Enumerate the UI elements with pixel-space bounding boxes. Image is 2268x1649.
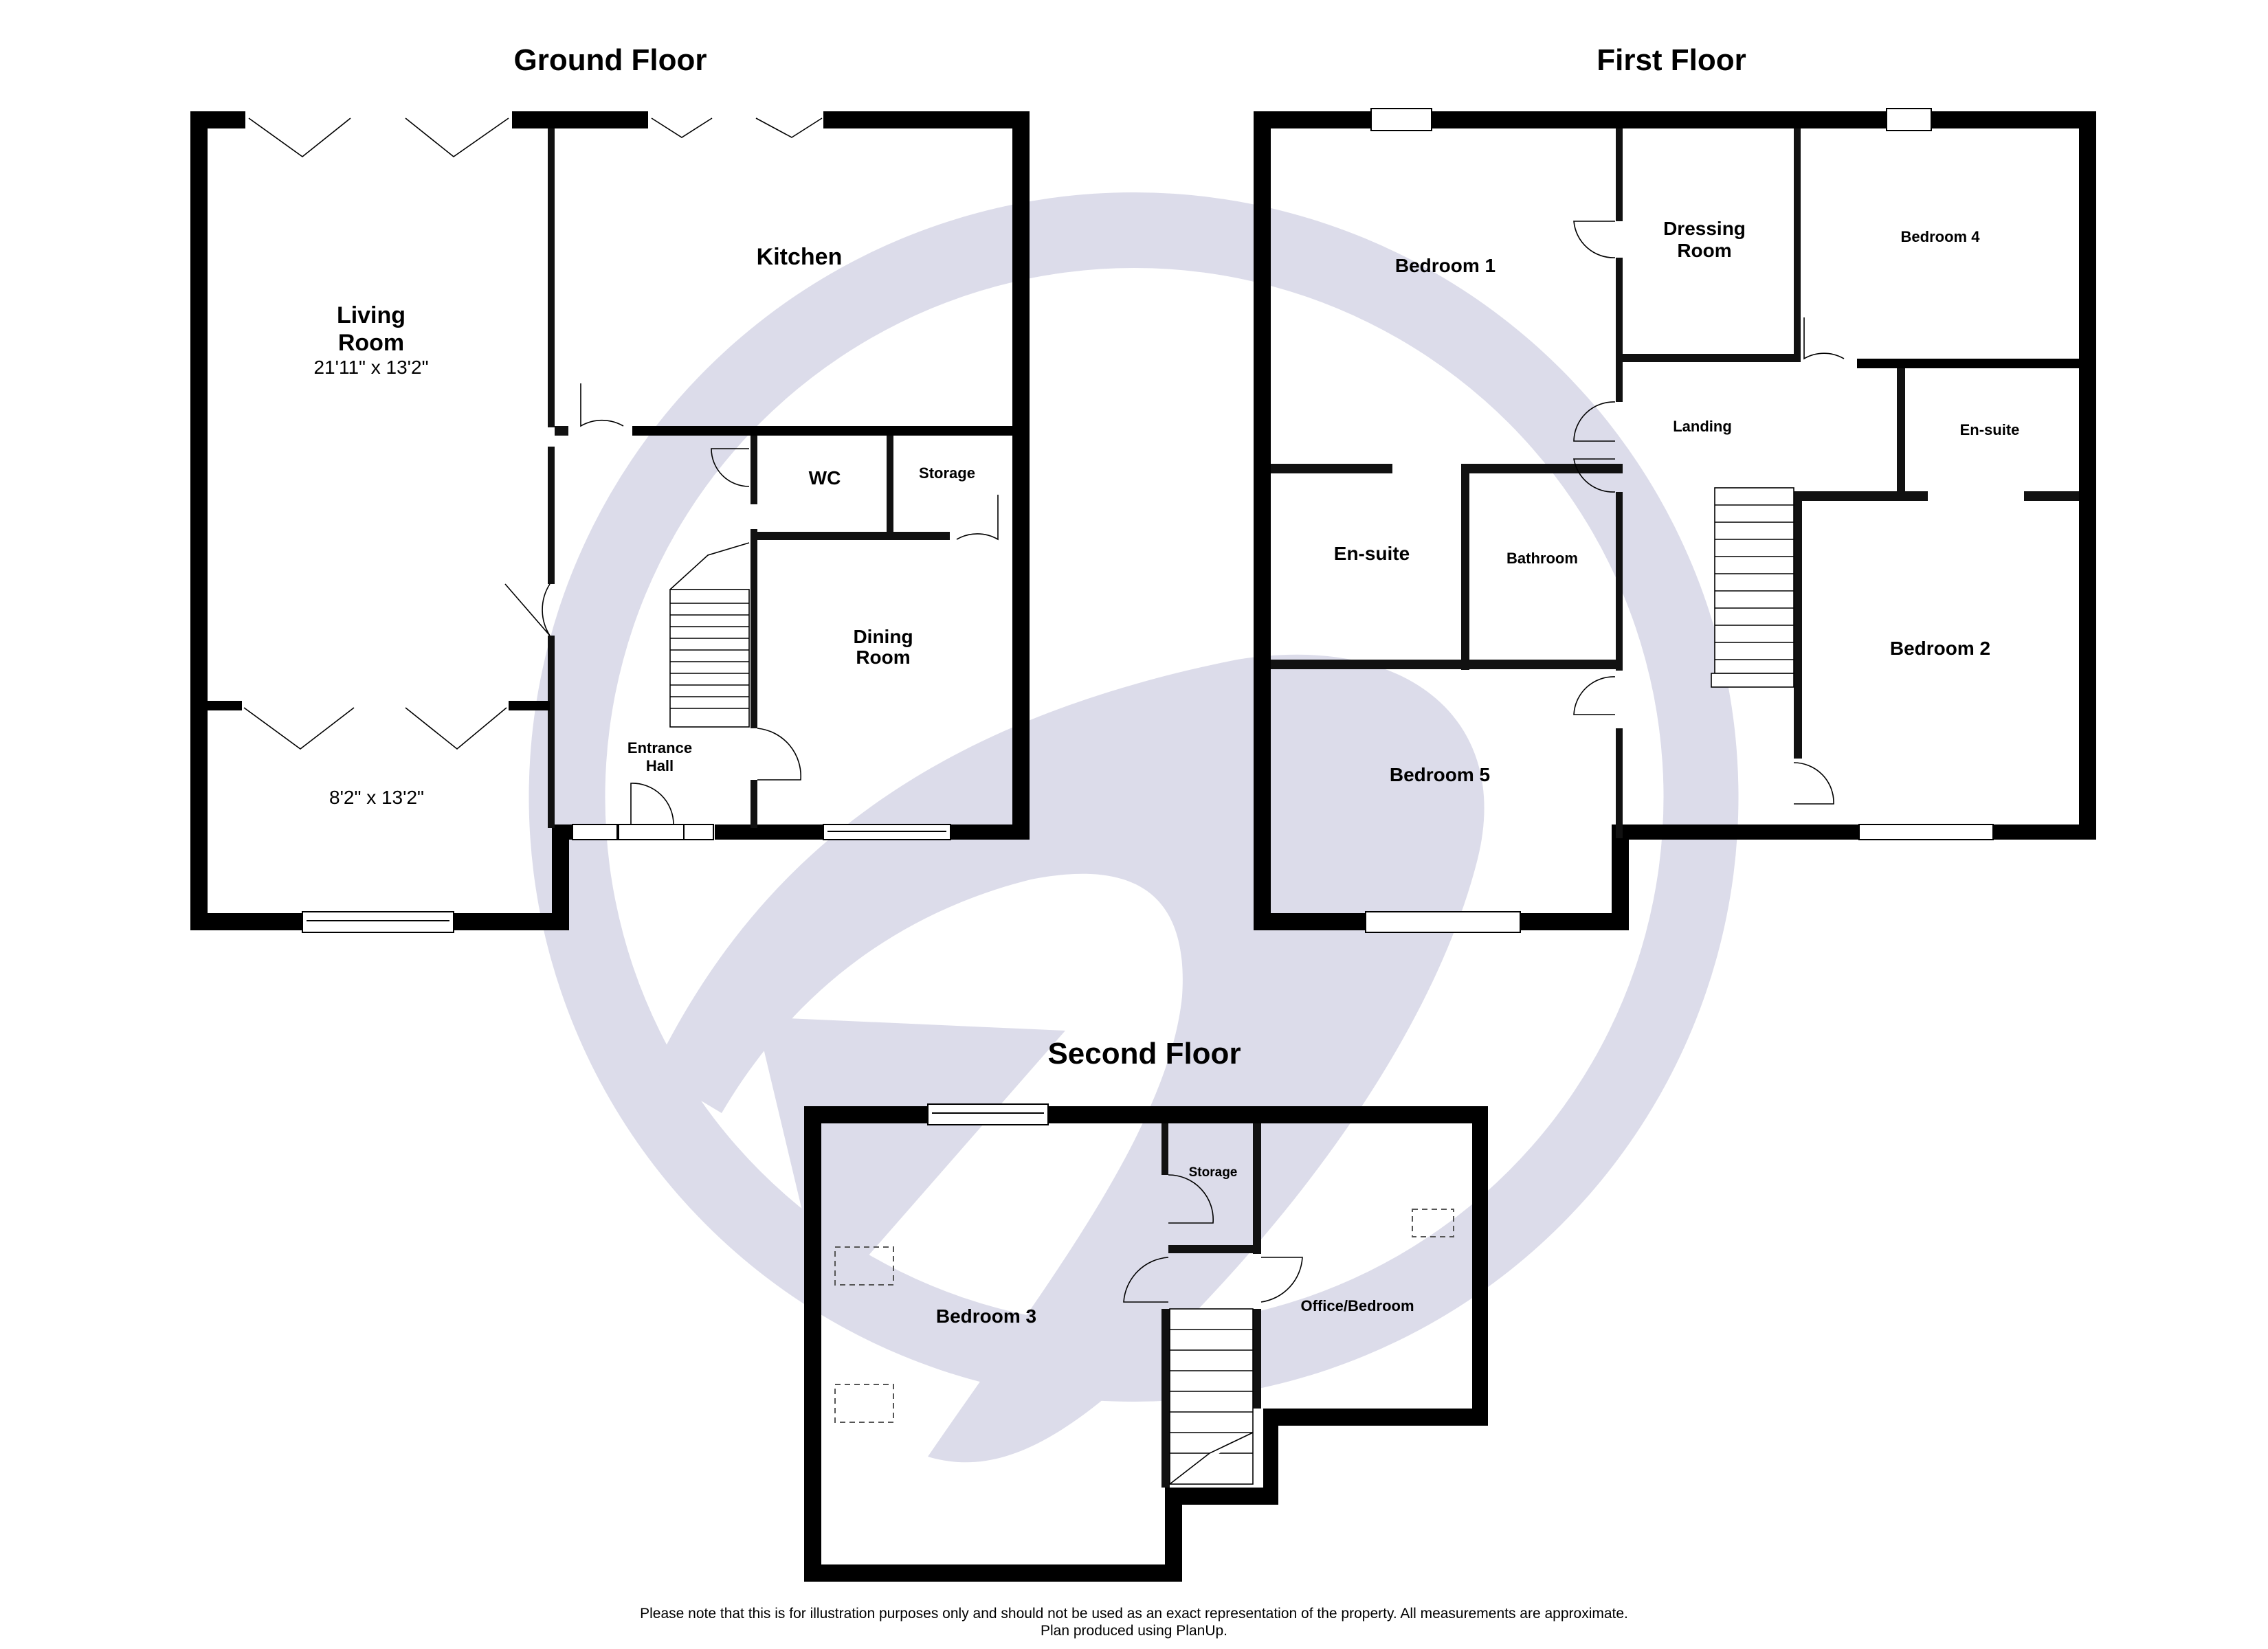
room-label-bathroom: Bathroom — [1507, 550, 1578, 567]
room-label-living: Living — [337, 302, 405, 328]
room-label-wc: WC — [809, 467, 841, 489]
door-swing — [1573, 401, 1616, 442]
bifold-door — [248, 117, 823, 158]
first-floor-plan: First Floor — [1254, 43, 2096, 933]
bifold-door — [243, 707, 507, 750]
room-label-bedroom-4: Bedroom 4 — [1901, 228, 1981, 245]
skylight — [834, 1246, 894, 1286]
door-swing — [504, 583, 551, 636]
room-dimensions-living: 21'11" x 13'2" — [313, 357, 428, 378]
door-swing — [1260, 1257, 1303, 1303]
skylight — [834, 1384, 894, 1423]
room-label-dressing-room: Dressing — [1663, 218, 1746, 239]
disclaimer-text: Please note that this is for illustratio… — [640, 1606, 1628, 1622]
ground-floor-title: Ground Floor — [513, 43, 707, 77]
room-label-ensuite-left: En-suite — [1334, 543, 1410, 564]
room-label-storage: Storage — [919, 464, 975, 482]
door-swing — [711, 448, 750, 487]
door-swing — [1793, 762, 1834, 805]
door-swing — [1123, 1257, 1169, 1303]
room-label-dining: Dining — [853, 626, 913, 647]
room-label-bedroom-3: Bedroom 3 — [936, 1305, 1036, 1327]
room-label-ensuite-right: En-suite — [1960, 421, 2020, 438]
second-floor-title: Second Floor — [1047, 1037, 1241, 1070]
door-swing — [956, 495, 999, 541]
skylight — [1412, 1209, 1454, 1237]
staircase — [1169, 1308, 1254, 1485]
door-swing — [1168, 1174, 1214, 1224]
room-dimensions-extension: 8'2" x 13'2" — [329, 787, 424, 808]
room-label-dining: Room — [856, 647, 910, 668]
window — [302, 911, 454, 933]
room-label-living: Room — [338, 330, 404, 356]
room-label-bedroom-5: Bedroom 5 — [1390, 764, 1490, 785]
wall — [190, 111, 208, 930]
door-swing — [757, 728, 801, 781]
watermark-logo — [529, 192, 1739, 1463]
door-swing — [1803, 317, 1845, 360]
door-swing — [1573, 458, 1616, 493]
second-floor-plan: Second Floor — [804, 1037, 1488, 1582]
door-swing — [1573, 676, 1616, 715]
door-swing — [580, 383, 624, 427]
entrance-door — [630, 783, 674, 825]
room-label-storage: Storage — [1189, 1165, 1238, 1180]
room-label-dressing-room: Room — [1677, 240, 1731, 261]
ground-floor-plan: Ground Floor — [190, 43, 1030, 933]
first-floor-title: First Floor — [1597, 43, 1746, 77]
room-label-bedroom-2: Bedroom 2 — [1890, 638, 1990, 659]
room-label-office-bedroom: Office/Bedroom — [1300, 1297, 1414, 1314]
door-swing — [1573, 221, 1616, 258]
room-label-bedroom-1: Bedroom 1 — [1395, 255, 1496, 276]
room-label-kitchen: Kitchen — [757, 244, 843, 270]
staircase — [1711, 487, 1794, 688]
room-label-landing: Landing — [1673, 418, 1732, 435]
staircase — [669, 542, 750, 728]
window — [927, 1103, 1049, 1125]
window — [1365, 108, 1994, 933]
room-label-entrance-hall: Hall — [646, 757, 674, 774]
room-label-entrance-hall: Entrance — [627, 739, 692, 756]
credit-text: Plan produced using PlanUp. — [1041, 1623, 1227, 1639]
window — [823, 824, 951, 840]
